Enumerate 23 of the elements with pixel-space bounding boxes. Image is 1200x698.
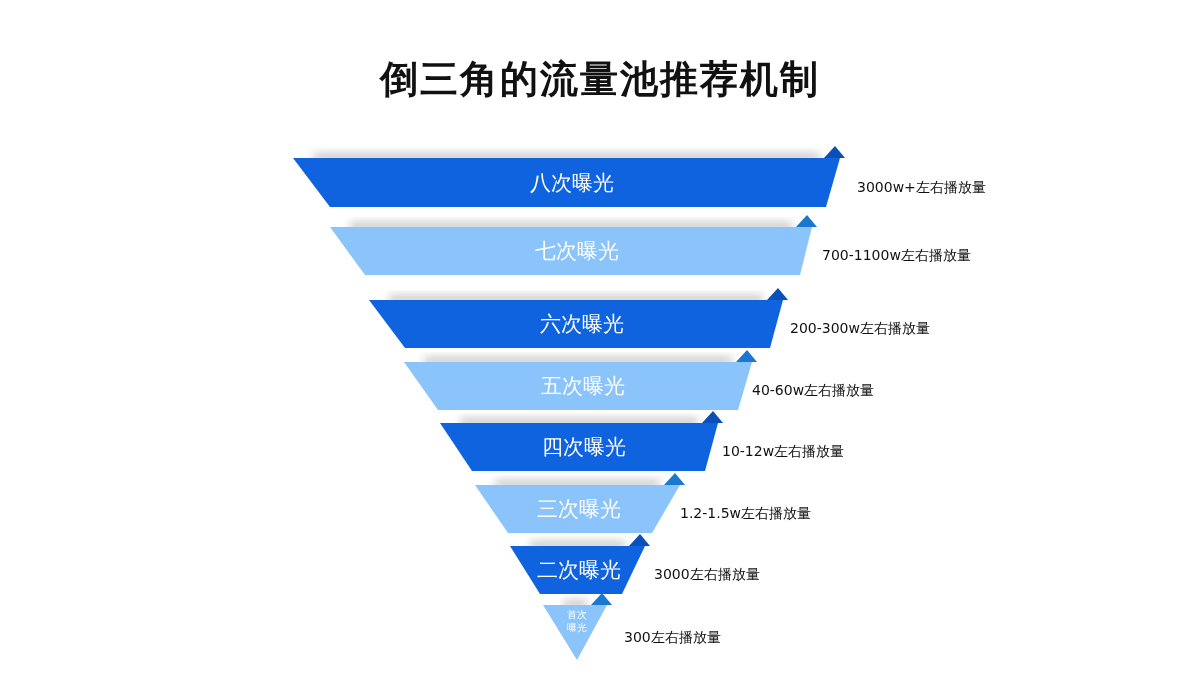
- diagram-title: 倒三角的流量池推荐机制: [378, 56, 821, 103]
- view-count-label: 3000w+左右播放量: [857, 179, 986, 194]
- funnel-band: [440, 411, 724, 471]
- band-label: 六次曝光: [539, 313, 624, 335]
- view-count-label: 300左右播放量: [624, 629, 721, 644]
- view-count-label: 700-1100w左右播放量: [822, 248, 971, 262]
- band-label: 八次曝光: [530, 172, 615, 193]
- view-count-label: 40-60w左右播放量: [752, 383, 875, 397]
- band-label: 七次曝光: [534, 240, 619, 262]
- view-count-label: 3000左右播放量: [654, 567, 760, 581]
- view-count-label: 10-12w左右播放量: [722, 444, 845, 458]
- funnel-band: [543, 593, 613, 660]
- band-label: 五次曝光: [541, 375, 625, 397]
- funnel-band: [369, 288, 789, 348]
- funnel-band: [293, 146, 846, 207]
- funnel-band: [330, 215, 818, 275]
- band-label: 三次曝光: [536, 498, 621, 520]
- band-label: 首次曝光: [566, 608, 588, 634]
- band-label: 四次曝光: [541, 436, 626, 458]
- band-label: 二次曝光: [537, 559, 622, 581]
- funnel-band: [510, 534, 651, 594]
- view-count-label: 1.2-1.5w左右播放量: [680, 506, 812, 520]
- view-count-label: 200-300w左右播放量: [790, 321, 930, 335]
